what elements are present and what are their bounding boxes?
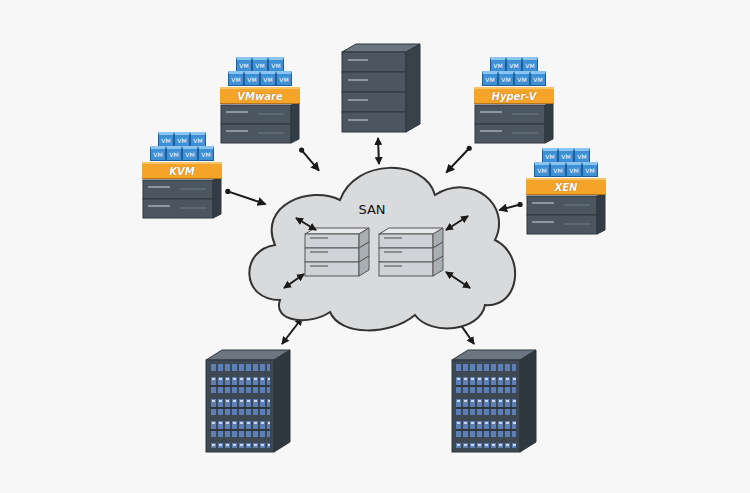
vm-cube: VM (252, 57, 268, 72)
hypervisor-host: XENVMVMVMVMVMVMVM (524, 146, 608, 238)
vm-cube: VM (522, 57, 538, 72)
rack-server (452, 350, 536, 452)
hypervisor-band: XEN (526, 178, 606, 195)
vm-cube: VM (514, 71, 530, 86)
hypervisor-name: VMware (237, 91, 282, 102)
hypervisor-band: Hyper-V (474, 87, 554, 104)
vm-cube: VM (506, 57, 522, 72)
link-arrow (302, 150, 319, 171)
rack-server (206, 350, 290, 452)
hypervisor-name: Hyper-V (492, 91, 537, 102)
hypervisor-band: KVM (142, 162, 222, 179)
hypervisor-host: Hyper-VVMVMVMVMVMVMVM (472, 55, 556, 147)
vm-cube: VM (574, 148, 590, 163)
vm-cube: VM (150, 146, 166, 161)
vm-cube: VM (198, 146, 214, 161)
hypervisor-name: KVM (169, 166, 194, 177)
vm-cube: VM (482, 71, 498, 86)
hypervisor-host: KVMVMVMVMVMVMVMVM (140, 130, 224, 222)
vm-cube: VM (566, 162, 582, 177)
link-arrow (378, 138, 379, 164)
vm-cube: VM (582, 162, 598, 177)
vm-cube: VM (550, 162, 566, 177)
vm-cube: VM (498, 71, 514, 86)
vm-cube: VM (260, 71, 276, 86)
link-arrow (282, 318, 302, 344)
cloud-label: SAN (358, 202, 385, 217)
hypervisor-host: VMwareVMVMVMVMVMVMVM (218, 55, 302, 147)
vm-cube: VM (534, 162, 550, 177)
vm-cube: VM (530, 71, 546, 86)
server (342, 44, 420, 132)
hypervisor-band: VMware (220, 87, 300, 104)
link-arrow (446, 148, 469, 172)
vm-cube: VM (158, 132, 174, 147)
cloud-outline (240, 150, 520, 335)
hypervisor-name: XEN (555, 182, 578, 193)
vm-cube: VM (174, 132, 190, 147)
vm-cube: VM (244, 71, 260, 86)
vm-cube: VM (236, 57, 252, 72)
vm-cube: VM (268, 57, 284, 72)
link-arrow (499, 205, 520, 211)
vm-cube: VM (190, 132, 206, 147)
vm-cube: VM (558, 148, 574, 163)
vm-cube: VM (166, 146, 182, 161)
vm-cube: VM (490, 57, 506, 72)
vm-cube: VM (182, 146, 198, 161)
vm-cube: VM (542, 148, 558, 163)
link-arrow (228, 191, 266, 204)
vm-cube: VM (276, 71, 292, 86)
san-cloud: SAN (240, 150, 520, 335)
vm-cube: VM (228, 71, 244, 86)
